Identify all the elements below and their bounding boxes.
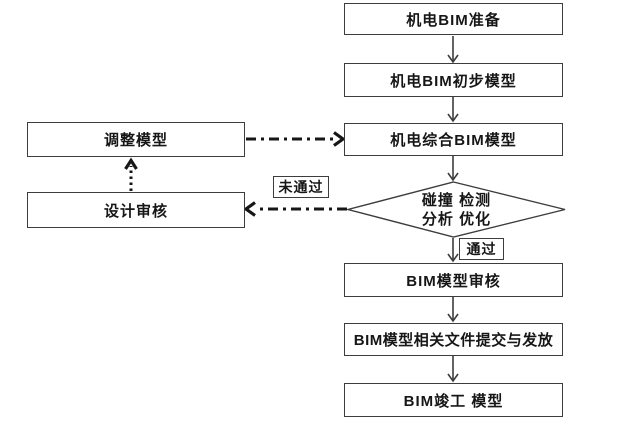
node-prepare: 机电BIM准备 [344, 3, 563, 35]
decision-label: 碰撞 检测 分析 优化 [348, 191, 565, 229]
arrow-decision-to-model-review [447, 238, 459, 263]
arrow-design-review-to-adjust [124, 157, 138, 191]
edge-label-fail: 未通过 [273, 176, 329, 198]
arrow-submit-to-as-built [447, 356, 459, 383]
arrow-model-review-to-submit [447, 297, 459, 323]
node-integrated-model: 机电综合BIM模型 [344, 123, 563, 156]
arrow-adjust-to-integrated [246, 131, 346, 147]
arrow-prepare-to-preliminary [447, 36, 459, 64]
node-model-review: BIM模型审核 [344, 263, 563, 297]
decision-label-line2: 分析 优化 [421, 211, 492, 228]
node-adjust-model: 调整模型 [27, 122, 245, 157]
node-submit-files: BIM模型相关文件提交与发放 [344, 323, 563, 356]
node-as-built-model: BIM竣工 模型 [344, 383, 563, 417]
node-design-review: 设计审核 [27, 192, 245, 228]
arrow-decision-to-design-review [243, 201, 347, 217]
decision-label-line1: 碰撞 检测 [421, 192, 492, 209]
node-preliminary-model: 机电BIM初步模型 [344, 63, 563, 97]
arrow-integrated-to-decision [447, 156, 459, 182]
edge-label-pass: 通过 [459, 238, 504, 260]
decision-diamond-shape [345, 181, 566, 238]
arrow-preliminary-to-integrated [447, 97, 459, 123]
